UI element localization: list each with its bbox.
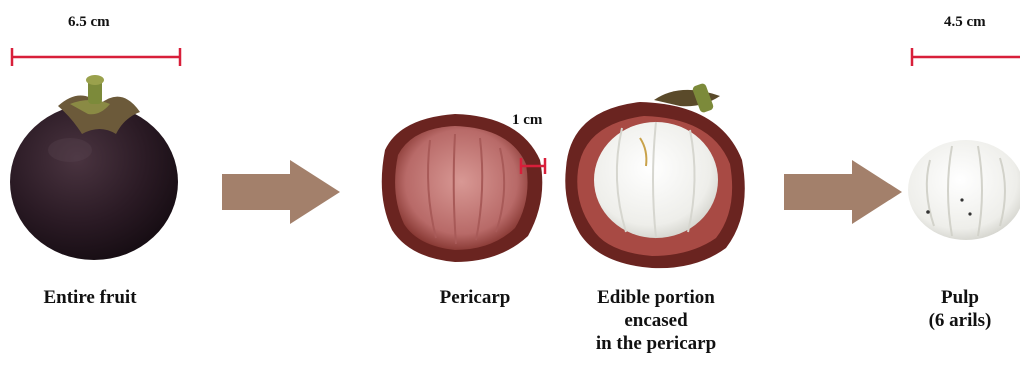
scale-label-entire-fruit: 6.5 cm — [68, 14, 110, 31]
label-edible-portion: Edible portion encased in the pericarp — [556, 286, 756, 355]
label-edible-line-3: in the pericarp — [556, 332, 756, 355]
right-arrow-icon — [222, 160, 340, 224]
label-edible-line-1: Edible portion — [556, 286, 756, 309]
label-pulp-line-1: Pulp — [900, 286, 1020, 309]
scale-bar-pulp — [912, 48, 1020, 66]
label-entire-fruit: Entire fruit — [0, 286, 180, 309]
right-arrow-icon — [784, 160, 902, 224]
pulp-image — [908, 140, 1020, 240]
scale-bar-entire-fruit — [12, 48, 180, 66]
entire-fruit-image — [10, 75, 178, 260]
label-pericarp: Pericarp — [400, 286, 550, 309]
scale-label-pericarp-thickness: 1 cm — [512, 112, 542, 129]
pericarp-image — [382, 114, 543, 262]
scale-label-pulp: 4.5 cm — [944, 14, 986, 31]
edible-portion-image — [565, 82, 745, 268]
label-edible-line-2: encased — [556, 309, 756, 332]
label-pulp: Pulp (6 arils) — [900, 286, 1020, 332]
label-pulp-line-2: (6 arils) — [900, 309, 1020, 332]
